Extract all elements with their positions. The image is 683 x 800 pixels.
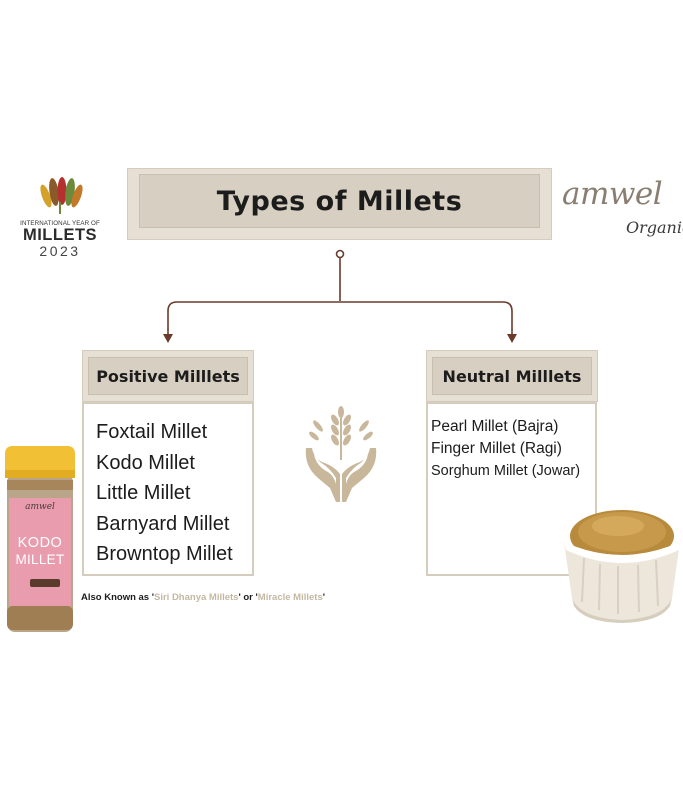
list-item: Kodo Millet (96, 451, 195, 474)
iym-small-text: INTERNATIONAL YEAR OF (20, 220, 100, 227)
kodo-millet-jar: amwel KODO MILLET (4, 446, 76, 634)
title-box: Types of Millets (139, 174, 540, 228)
hands-holding-wheat-icon (305, 406, 377, 502)
positive-header: Positive Milllets (88, 357, 248, 395)
footnote-term-siri: Siri Dhanya Millets (154, 592, 239, 603)
connector-node (335, 249, 345, 259)
neutral-header-label: Neutral Milllets (442, 366, 582, 386)
list-item: Pearl Millet (Bajra) (431, 418, 559, 435)
footnote-prefix: Also Known as ' (81, 592, 154, 603)
list-item: Finger Millet (Ragi) (431, 440, 562, 457)
footnote-term-miracle: Miracle Millets (257, 592, 323, 603)
neutral-header: Neutral Milllets (432, 357, 592, 395)
positive-header-label: Positive Milllets (96, 366, 240, 386)
list-item: Sorghum Millet (Jowar) (431, 463, 581, 479)
millet-bowl (564, 510, 680, 623)
jar-brand: amwel (25, 502, 55, 512)
arrow-left-head (163, 334, 173, 343)
arrow-right-head (507, 334, 517, 343)
footnote: Also Known as 'Siri Dhanya Millets' or '… (81, 592, 325, 603)
millet-stalks-icon (40, 177, 83, 214)
list-item: Little Millet (96, 482, 191, 504)
iym-year: 2023 (39, 243, 81, 259)
jar-label-line1: KODO (17, 535, 63, 551)
footnote-suffix: ' (322, 592, 325, 603)
list-item: Foxtail Millet (96, 421, 208, 443)
brand-logo: amwel Organic (560, 176, 683, 256)
iym-millets-text: MILLETS (22, 226, 98, 244)
jar-label-line2: MILLET (15, 552, 65, 567)
positive-list: Foxtail Millet Kodo Millet Little Millet… (82, 402, 254, 576)
footnote-middle: ' or ' (238, 592, 258, 603)
brand-name: amwel (562, 176, 663, 212)
list-item: Browntop Millet (96, 543, 233, 565)
page-title: Types of Millets (216, 185, 463, 217)
iym-logo: INTERNATIONAL YEAR OF MILLETS 2023 (14, 176, 106, 259)
list-item: Barnyard Millet (96, 512, 230, 535)
brand-sub: Organic (626, 218, 683, 237)
